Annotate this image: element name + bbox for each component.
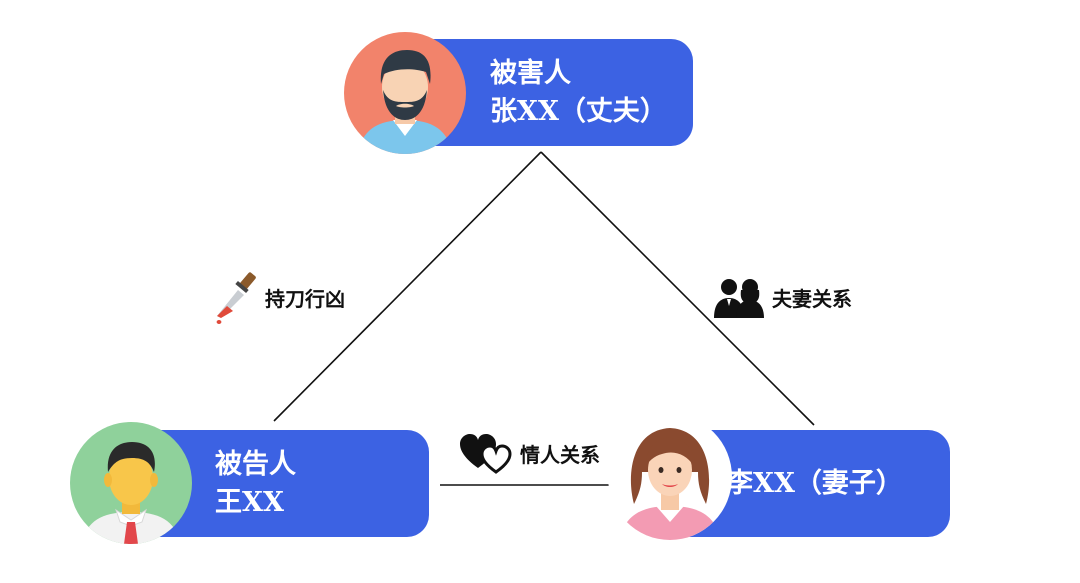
wife-name-label: 李XX（妻子） (726, 467, 903, 499)
relation-marriage-label: 夫妻关系 (772, 286, 852, 311)
line-victim-to-wife (540, 151, 815, 426)
bearded-man-icon (358, 50, 452, 154)
line-victim-to-defendant (273, 151, 542, 422)
relation-affair-label: 情人关系 (520, 442, 600, 467)
victim-name-label: 张XX（丈夫） (490, 95, 667, 127)
relation-marriage: 夫妻关系 (712, 276, 852, 318)
relation-stabbing: 持刀行凶 (213, 270, 345, 324)
defendant-role-label: 被告人 (215, 448, 296, 480)
bloody-knife-icon (213, 270, 259, 324)
relation-stabbing-label: 持刀行凶 (265, 286, 345, 311)
defendant-avatar (70, 422, 192, 544)
defendant-name-label: 王XX (215, 486, 284, 518)
victim-avatar (344, 32, 466, 154)
wife-avatar (608, 414, 732, 540)
two-hearts-icon (458, 432, 514, 474)
man-with-tie-icon (82, 442, 180, 544)
victim-role-label: 被害人 (490, 57, 571, 89)
relation-affair: 情人关系 (458, 432, 600, 474)
couple-icon (712, 276, 766, 318)
woman-icon (620, 428, 720, 540)
